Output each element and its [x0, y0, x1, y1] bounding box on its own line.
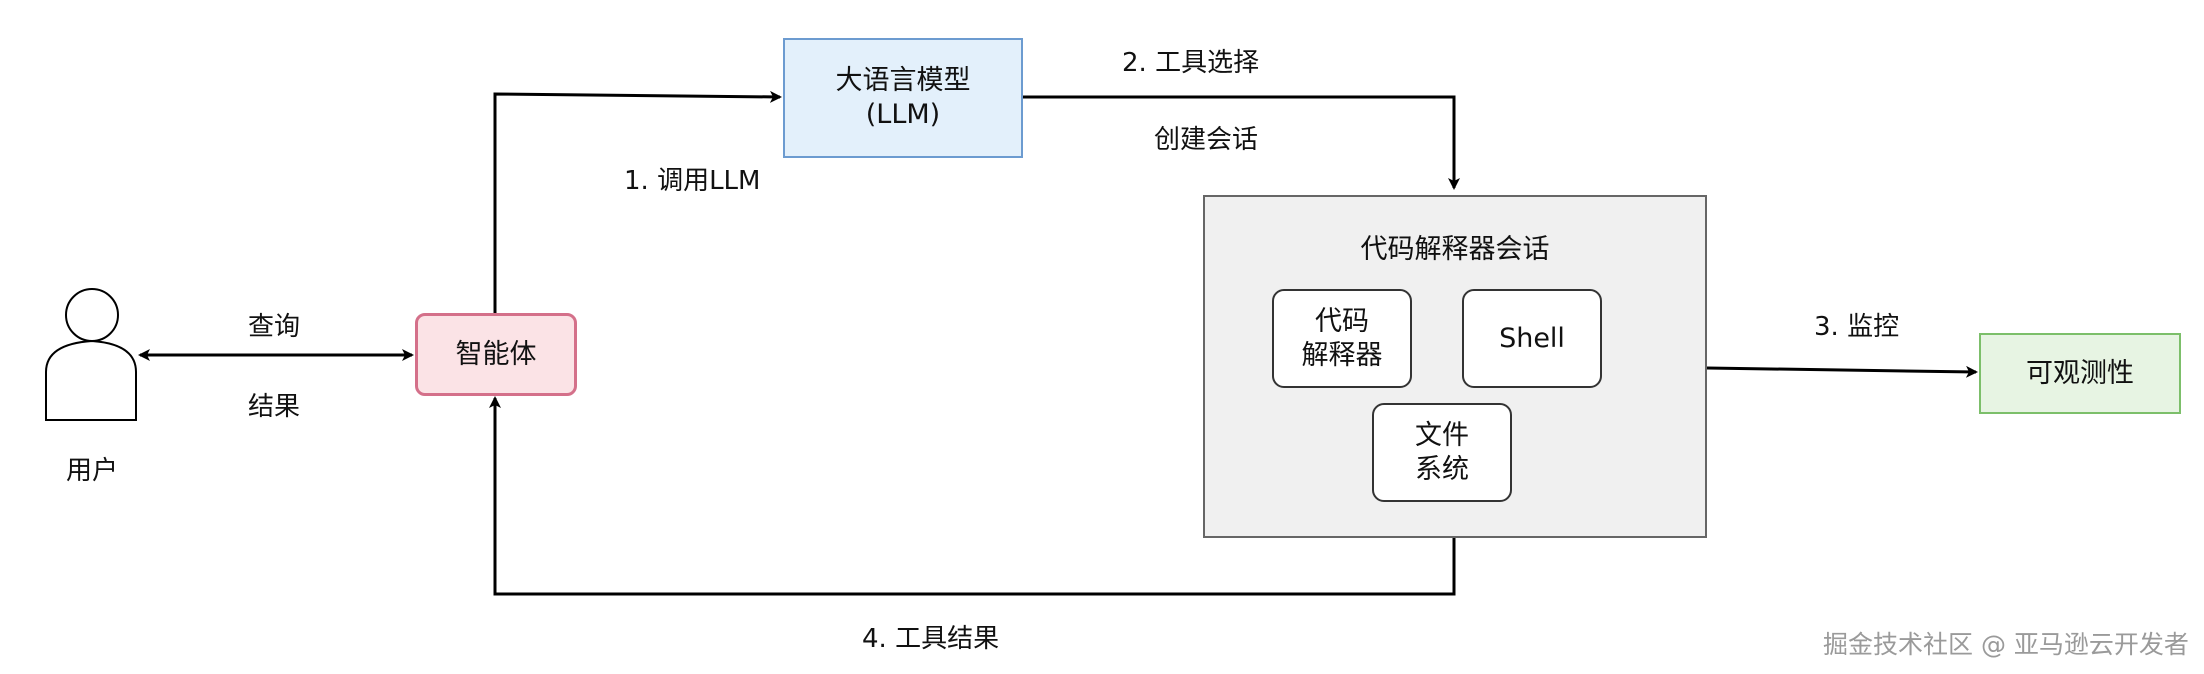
llm-node[interactable]: 大语言模型 (LLM) [783, 38, 1023, 158]
file-system-label-line2: 系统 [1415, 453, 1469, 485]
tool-select-label: 2. 工具选择 [1122, 48, 1260, 78]
edge-session-agent [489, 396, 1456, 596]
code-interpreter-label-line1: 代码 [1315, 305, 1369, 337]
edge-agent-llm [493, 90, 782, 313]
llm-label-line2: (LLM) [865, 99, 941, 130]
observability-node[interactable]: 可观测性 [1979, 333, 2181, 414]
edge-llm-session [1023, 95, 1460, 190]
file-system-node[interactable]: 文件 系统 [1372, 403, 1512, 502]
shell-node[interactable]: Shell [1462, 289, 1602, 388]
agent-node[interactable]: 智能体 [415, 313, 577, 396]
code-interpreter-label-line2: 解释器 [1301, 339, 1383, 371]
query-label: 查询 [248, 312, 301, 342]
tool-result-label: 4. 工具结果 [862, 624, 1000, 654]
llm-label-line1: 大语言模型 [835, 65, 971, 97]
observability-label: 可观测性 [2026, 357, 2134, 389]
session-title: 代码解释器会话 [1360, 234, 1550, 265]
user-label: 用户 [66, 456, 119, 486]
code-interpreter-session-container[interactable]: 代码解释器会话 代码 解释器 Shell 文件 系统 [1203, 195, 1707, 538]
result-label: 结果 [248, 392, 301, 422]
file-system-label-line1: 文件 [1415, 419, 1469, 451]
agent-label: 智能体 [455, 338, 537, 370]
edge-session-observability [1706, 365, 1978, 378]
code-interpreter-node[interactable]: 代码 解释器 [1272, 289, 1412, 388]
create-session-label: 创建会话 [1154, 125, 1259, 155]
shell-label: Shell [1499, 322, 1565, 354]
watermark: 掘金技术社区 @ 亚马逊云开发者 [1823, 630, 2189, 659]
monitor-label: 3. 监控 [1814, 312, 1900, 342]
call-llm-label: 1. 调用LLM [624, 166, 761, 196]
user-actor-icon [45, 288, 137, 421]
